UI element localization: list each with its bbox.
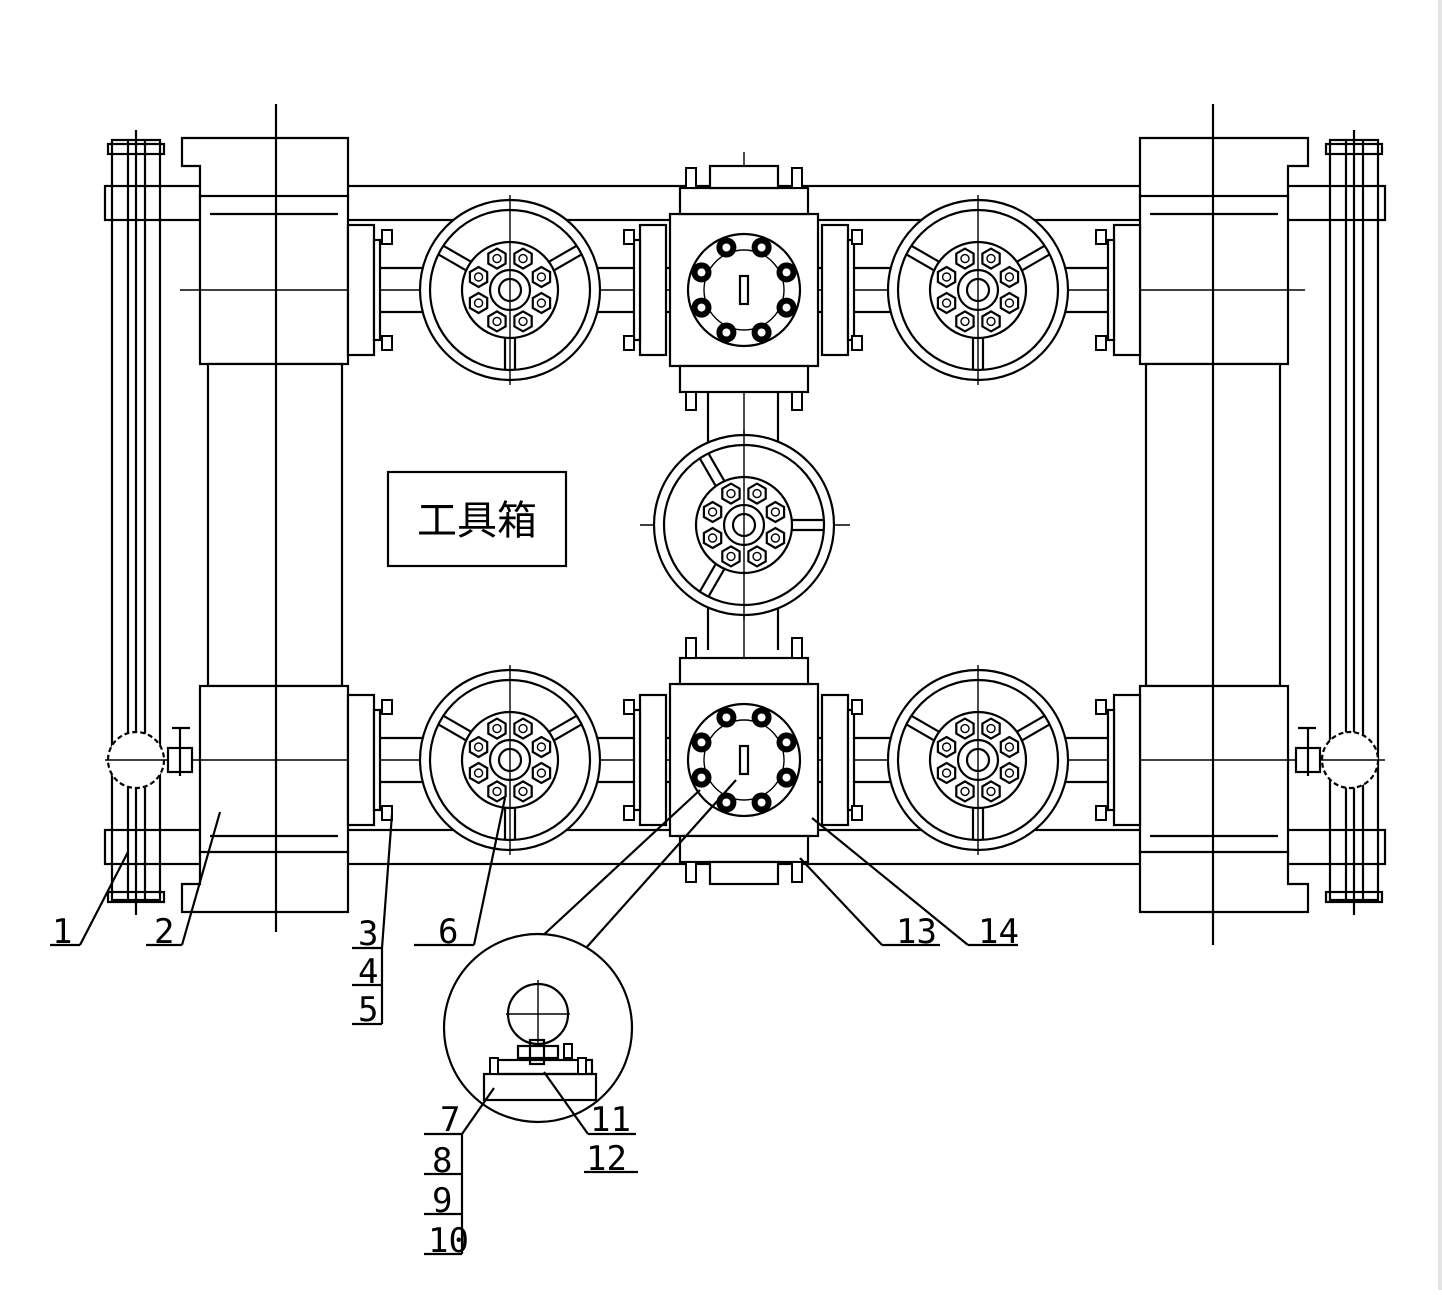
left-column	[180, 104, 350, 932]
callout-2: 2	[154, 912, 174, 952]
callout-13: 13	[896, 912, 937, 952]
toolbox: 工具箱	[386, 470, 568, 568]
callout-5: 5	[358, 990, 378, 1030]
center-cross-top	[668, 164, 820, 411]
flanges	[346, 223, 1142, 827]
gate-valve-top-left	[418, 195, 602, 385]
gate-valves	[418, 195, 1070, 855]
center-cross-bottom	[668, 637, 820, 886]
gate-valve-top-right	[886, 195, 1070, 385]
cross-bolt-ring-bottom	[691, 707, 797, 813]
callout-6: 6	[438, 912, 458, 952]
cross-bolt-ring-top	[691, 237, 797, 343]
callout-1: 1	[52, 912, 72, 952]
callout-12: 12	[586, 1139, 627, 1179]
callout-4: 4	[358, 952, 378, 992]
callout-3: 3	[358, 914, 378, 954]
gate-valve-bottom-left	[418, 665, 602, 855]
toolbox-label: 工具箱	[417, 498, 537, 544]
detail-view	[442, 779, 737, 1124]
scrollbar[interactable]	[1438, 0, 1442, 1290]
gate-valve-center	[652, 430, 836, 620]
gate-valve-bottom-right	[886, 665, 1070, 855]
callout-14: 14	[978, 912, 1019, 952]
leader-lines	[50, 797, 1018, 1256]
callout-7: 7	[440, 1100, 460, 1140]
right-column	[1138, 104, 1310, 945]
pressure-gauge-left	[106, 726, 194, 790]
callout-11: 11	[590, 1100, 631, 1140]
bolt-rings	[691, 237, 797, 813]
callout-10: 10	[428, 1221, 469, 1261]
toolbox-frame	[386, 470, 568, 568]
callout-9: 9	[432, 1181, 452, 1221]
pressure-gauge-right	[1294, 726, 1380, 790]
callout-8: 8	[432, 1141, 452, 1181]
callout-labels: 1 2 3 4 5 6 7 8 9 10 11 12 13 14	[52, 912, 1019, 1261]
